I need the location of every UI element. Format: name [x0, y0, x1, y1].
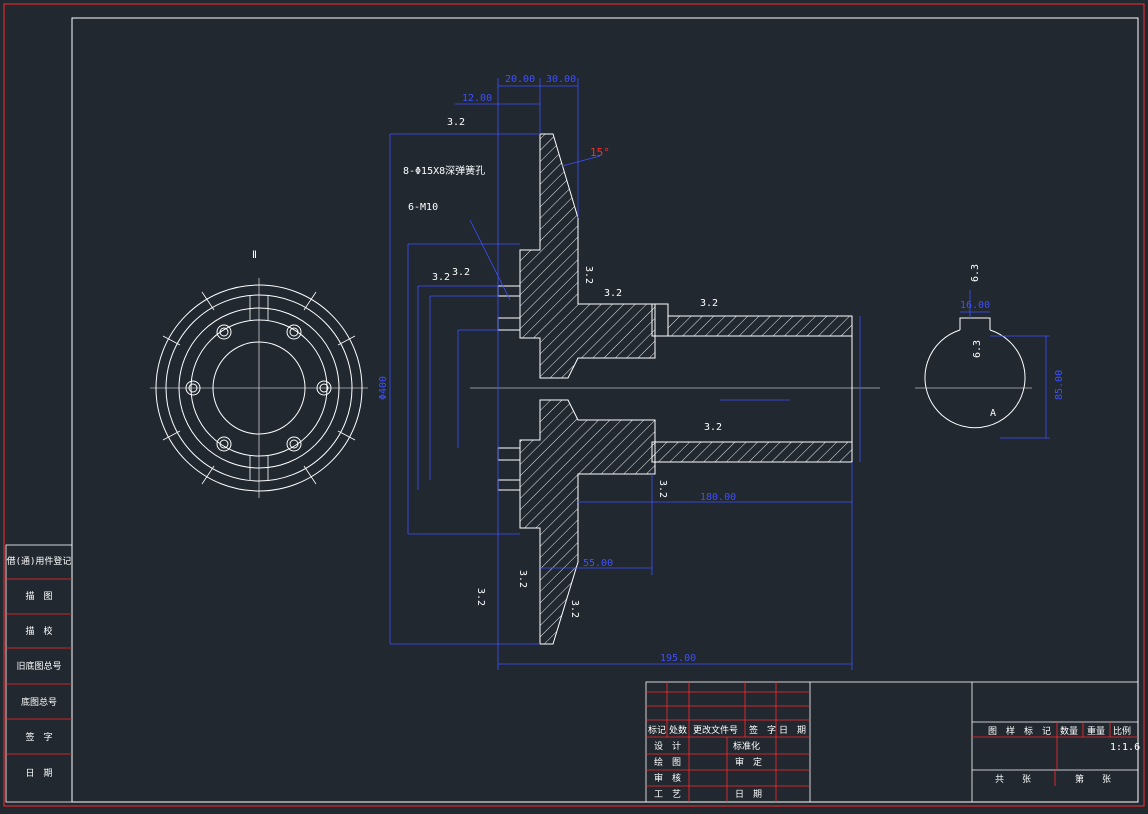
dim-top-1: 20.00 [505, 74, 535, 85]
roughness-4: 3.2 [700, 298, 718, 309]
drawing-frame [3, 3, 1145, 807]
key-height-dim: 85.00 [1054, 370, 1065, 400]
roughness-8: 3.2 [569, 600, 580, 618]
flange-upper [519, 133, 656, 379]
note-spring-holes: 8-Φ15X8深弹簧孔 [403, 164, 485, 177]
roughness-1: 3.2 [432, 272, 450, 283]
dim-top-roughness: 3.2 [447, 117, 465, 128]
tb-sheet-total: 共 张 [995, 774, 1031, 785]
tb-label-standard: 标准化 [733, 740, 760, 752]
tb-sheet-num: 第 张 [1075, 773, 1111, 785]
tb-label-draw: 绘 图 [654, 756, 681, 768]
front-ribs [162, 291, 356, 485]
dim-phi-400: Φ400 [378, 376, 389, 400]
roughness-5: 3.2 [704, 422, 722, 433]
tb-label-approve: 审 定 [735, 756, 762, 768]
roughness-9: 3.2 [657, 480, 668, 498]
tb-label-design: 设 计 [654, 740, 681, 752]
section-view [470, 133, 880, 645]
key-view: 16.00 6.3 6.3 85.00 A [915, 264, 1065, 439]
bolt-holes [185, 324, 332, 452]
note-thread: 6-M10 [408, 202, 438, 213]
tb-scale-value: 1:1.6 [1110, 742, 1140, 753]
key-label: A [990, 408, 996, 419]
sidebar-item-2: 描 图 [25, 590, 52, 602]
hub-lower [651, 441, 853, 463]
front-view-label: Ⅱ [252, 250, 257, 261]
roughness-6: 3.2 [583, 266, 594, 284]
tb-scale-header: 比例 [1113, 725, 1131, 737]
dim-55: 55.00 [583, 558, 613, 569]
sidebar-item-6: 签 字 [25, 731, 52, 743]
section-annotations: 8-Φ15X8深弹簧孔 6-M10 15° 20.00 30.00 12.00 … [378, 74, 736, 664]
front-view [150, 278, 368, 498]
rev-header-date: 日 期 [779, 725, 806, 736]
sidebar-block: 借(通)用件登记 描 图 描 校 旧底图总号 底图总号 签 字 日 期 [5, 544, 73, 803]
angle-label: 15° [590, 146, 610, 159]
tb-label-date: 日 期 [735, 789, 762, 800]
rev-header-count: 处数 [669, 724, 687, 736]
tb-label-process: 工 艺 [654, 789, 681, 800]
dim-top-3: 12.00 [462, 93, 492, 104]
dimension-lines [389, 78, 861, 670]
title-block: 标记 处数 更改文件号 签 字 日 期 设 计 绘 图 审 核 工 艺 标准化 … [645, 681, 1140, 803]
dim-195: 195.00 [660, 653, 696, 664]
sidebar-item-5: 底图总号 [21, 696, 57, 708]
tb-qty: 数量 [1060, 725, 1078, 737]
key-width-dim: 16.00 [960, 300, 990, 311]
sidebar-item-1: 借(通)用件登记 [7, 555, 72, 567]
key-depth-dim: 6.3 [972, 340, 983, 358]
flange-lower [519, 399, 656, 645]
tb-weight: 重量 [1087, 725, 1105, 737]
roughness-7: 3.2 [517, 570, 528, 588]
dim-180: 180.00 [700, 492, 736, 503]
roughness-3: 3.2 [604, 288, 622, 299]
rev-header-doc: 更改文件号 [693, 724, 738, 736]
key-top-dim: 6.3 [970, 264, 981, 282]
sidebar-item-7: 日 期 [25, 768, 52, 779]
roughness-2: 3.2 [452, 267, 470, 278]
sidebar-item-4: 旧底图总号 [16, 660, 61, 672]
roughness-10: 3.2 [475, 588, 486, 606]
hub-upper [667, 315, 853, 337]
dim-top-2: 30.00 [546, 74, 576, 85]
rev-header-sign: 签 字 [749, 724, 776, 736]
tb-sample-mark: 图 样 标 记 [988, 725, 1051, 737]
tb-label-check: 审 核 [654, 772, 681, 784]
sidebar-item-3: 描 校 [25, 625, 52, 637]
rev-header-mark: 标记 [648, 724, 666, 736]
